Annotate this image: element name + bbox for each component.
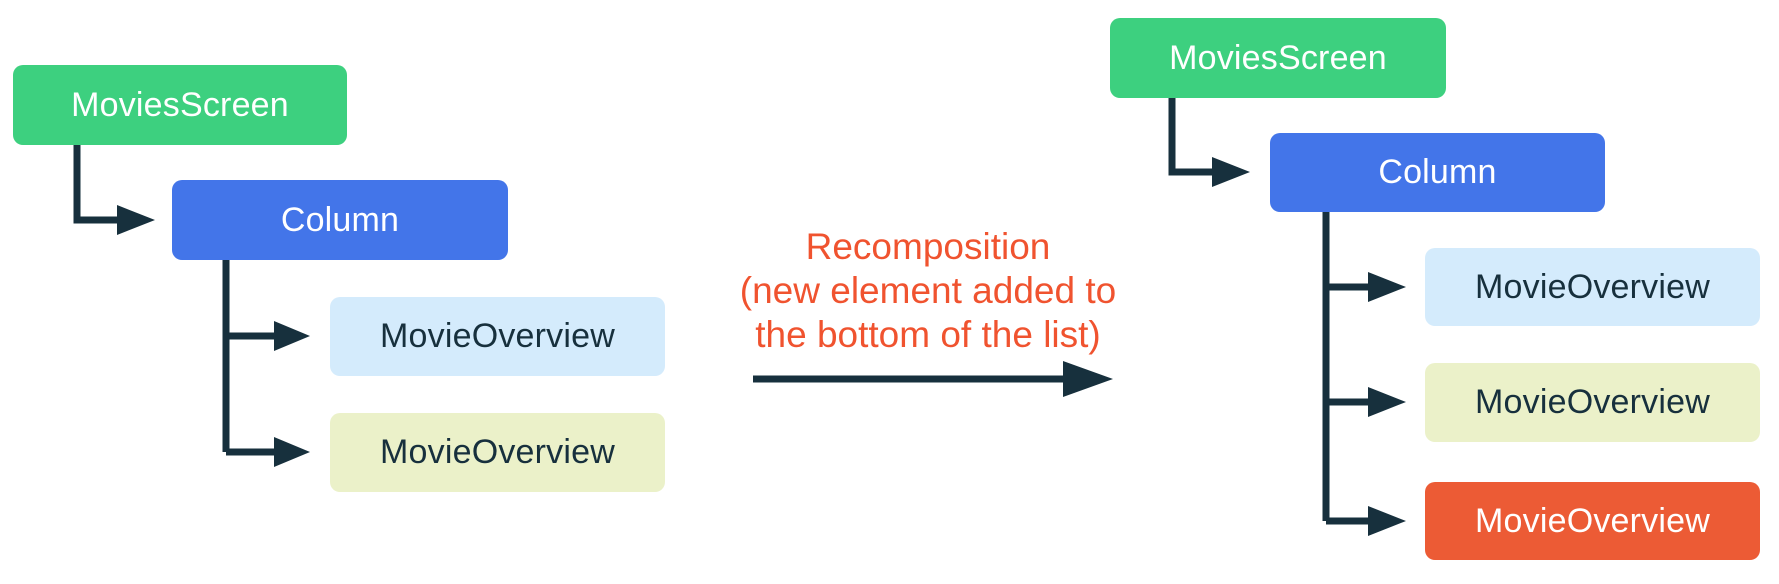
before-root-to-column-connector	[73, 145, 117, 224]
after-movies-screen-label: MoviesScreen	[1169, 38, 1387, 77]
after-child1-arrowhead-icon	[1368, 272, 1406, 302]
after-movie-overview-node-2: MovieOverview	[1425, 363, 1760, 442]
after-root-arrowhead-icon	[1212, 157, 1250, 187]
annotation-line-2: (new element added to	[739, 270, 1117, 311]
before-movie-overview-node-1: MovieOverview	[330, 297, 665, 376]
before-child1-arrowhead-icon	[274, 321, 310, 351]
after-movie-overview-label-3: MovieOverview	[1475, 501, 1710, 540]
after-movie-overview-node-1: MovieOverview	[1425, 248, 1760, 326]
before-movie-overview-label-1: MovieOverview	[380, 317, 615, 355]
annotation-line-3: the bottom of the list)	[755, 314, 1101, 355]
before-movies-screen-label: MoviesScreen	[71, 85, 289, 124]
after-child3-arrowhead-icon	[1368, 506, 1406, 536]
after-movie-overview-label-2: MovieOverview	[1475, 383, 1710, 421]
before-root-arrowhead-icon	[117, 205, 155, 235]
after-child2-arrowhead-icon	[1368, 387, 1406, 417]
after-column-node: Column	[1270, 133, 1605, 212]
after-column-label: Column	[1378, 153, 1497, 191]
after-movie-overview-node-3-new: MovieOverview	[1425, 482, 1760, 560]
before-movies-screen-node: MoviesScreen	[13, 65, 347, 145]
annotation-line-1: Recomposition	[805, 226, 1051, 267]
recomposition-arrowhead-icon	[1063, 361, 1113, 397]
after-movies-screen-node: MoviesScreen	[1110, 18, 1446, 98]
after-movie-overview-label-1: MovieOverview	[1475, 267, 1710, 306]
before-column-node: Column	[172, 180, 508, 260]
recomposition-annotation: Recomposition (new element added to the …	[698, 225, 1158, 357]
before-movie-overview-label-2: MovieOverview	[380, 433, 615, 471]
before-child2-arrowhead-icon	[274, 437, 310, 467]
before-column-label: Column	[280, 200, 400, 239]
before-movie-overview-node-2: MovieOverview	[330, 413, 665, 492]
after-root-to-column-connector	[1168, 98, 1212, 176]
